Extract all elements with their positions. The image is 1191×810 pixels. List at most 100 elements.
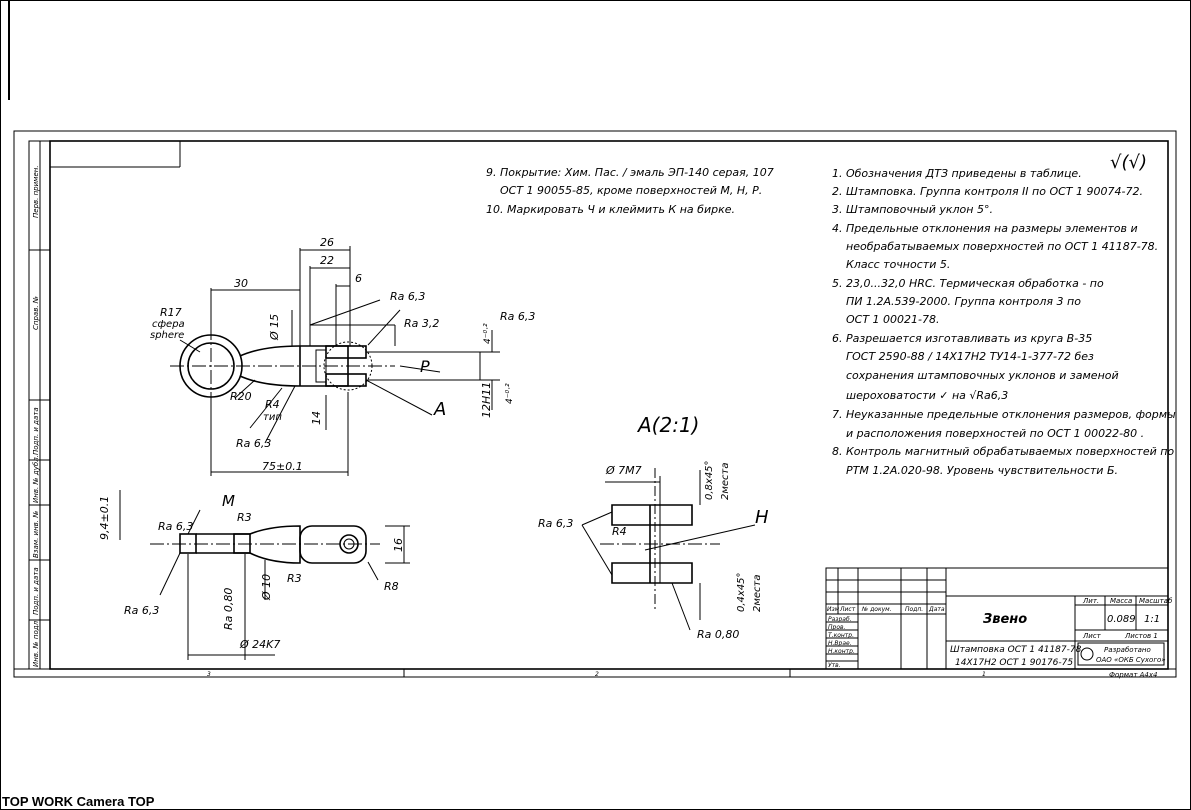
dim-r20: R20: [230, 390, 252, 403]
col-list: Лист: [839, 606, 856, 613]
detail-a-view: [581, 468, 756, 631]
note-left-1: 9. Покрытие: Хим. Пас. / эмаль ЭП-140 се…: [486, 166, 774, 179]
note-right-9: ОСТ 1 00021-78.: [846, 313, 940, 326]
chamfer-2-count: 2места: [752, 574, 763, 612]
format-label: Формат А4х4: [1109, 671, 1157, 679]
note-left-2: ОСТ 1 90055-85, кроме поверхностей М, Н,…: [500, 184, 762, 197]
sheet-inner-border: [49, 140, 1169, 670]
dim-d7m7: Ø 7M7: [605, 464, 642, 477]
label-listov: Листов 1: [1124, 632, 1158, 640]
ra-detail: Ra 6,3: [538, 517, 573, 530]
mass-value: 0.089: [1107, 614, 1136, 625]
dim-d15: Ø 15: [268, 314, 281, 341]
label-sphere: sphere: [150, 330, 184, 341]
col-data: Дата: [928, 606, 945, 613]
ra-080-detail: Ra 0,80: [697, 628, 739, 641]
note-right-4: 4. Предельные отклонения на размеры элем…: [832, 222, 1138, 235]
note-right-5: необрабатываемых поверхностей по ОСТ 1 4…: [846, 240, 1158, 253]
hdr-lit: Лит.: [1082, 597, 1099, 605]
row-nvrae: Н.Врае.: [828, 640, 852, 647]
ra-side-2: Ra 6,3: [124, 604, 159, 617]
chamfer-2: 0,4x45°: [736, 572, 747, 612]
dim-r4-detail: R4: [612, 525, 627, 538]
row-prov: Пров.: [828, 624, 846, 631]
dim-d10: Ø 10: [260, 574, 273, 601]
label-h: H: [755, 507, 769, 528]
chamfer-1-count: 2места: [720, 462, 731, 500]
label-p: P: [420, 357, 430, 376]
label-m: M: [222, 492, 235, 510]
stamp-sprav: Справ. №: [32, 296, 40, 330]
dim-r3b: R3: [287, 572, 302, 585]
dim-26: 26: [320, 236, 334, 249]
title-block: [825, 567, 1169, 670]
ra-main-3: Ra 6,3: [500, 310, 535, 323]
tol-top: 4⁻⁰·²: [483, 323, 493, 344]
dim-22: 22: [320, 254, 334, 267]
note-right-11: ГОСТ 2590-88 / 14Х17Н2 ТУ14-1-377-72 без: [846, 350, 1094, 363]
dim-r8: R8: [384, 580, 399, 593]
label-sfera: сфера: [152, 319, 185, 330]
label-tip: тип: [263, 412, 282, 423]
stamp-perv-primen: Перв. примен.: [32, 165, 40, 218]
row-nkontr: Н.контр.: [828, 648, 855, 655]
note-right-3: 3. Штамповочный уклон 5°.: [832, 203, 993, 216]
note-left-3: 10. Маркировать Ч и клеймить К на бирке.: [486, 203, 735, 216]
zone-2: 2: [595, 671, 599, 678]
dim-30: 30: [234, 277, 248, 290]
dim-75: 75±0.1: [262, 460, 303, 473]
note-right-10: 6. Разрешается изготавливать из круга В-…: [832, 332, 1092, 345]
chamfer-1: 0,8x45°: [704, 460, 715, 500]
sheet-outer-border: [13, 130, 1177, 678]
note-right-1: 1. Обозначения ДТЗ приведены в таблице.: [832, 167, 1082, 180]
stamp-inv-dubl: Инв. № дубл.: [32, 455, 40, 503]
viewport-corner-mark: [0, 0, 10, 100]
dim-6: 6: [355, 272, 362, 285]
material-line-2: 14Х17Н2 ОСТ 1 90176-75: [955, 658, 1073, 668]
general-roughness-mark: √(√): [1110, 152, 1147, 173]
col-izm: Изм: [827, 606, 840, 613]
label-a: A: [433, 399, 446, 420]
dim-9-4: 9,4±0.1: [98, 496, 111, 540]
row-razrab: Разраб.: [828, 616, 852, 623]
dim-r17: R17: [160, 306, 182, 319]
scale-value: 1:1: [1144, 614, 1160, 625]
stamp-inv-podl: Инв. № подл.: [32, 619, 40, 667]
hdr-massa: Масса: [1110, 597, 1132, 605]
note-right-12: сохранения штамповочных уклонов и замено…: [846, 369, 1119, 382]
dim-16: 16: [392, 538, 405, 552]
note-right-13: шероховатости ✓ на √Ra6,3: [846, 389, 1008, 402]
ra-side-1: Ra 6,3: [158, 520, 193, 533]
ra-main-2: Ra 3,2: [404, 317, 439, 330]
hdr-masshtab: Масштаб: [1139, 597, 1173, 605]
dim-14: 14: [310, 411, 323, 425]
tol-bottom: 4⁻⁰·²: [505, 383, 515, 404]
dim-r3: R3: [237, 511, 252, 524]
note-right-16: 8. Контроль магнитный обрабатываемых пов…: [832, 445, 1174, 458]
dim-12h11: 12H11: [480, 382, 493, 418]
ra-main-4: Ra 6,3: [236, 437, 271, 450]
note-right-8: ПИ 1.2А.539-2000. Группа контроля 3 по: [846, 295, 1081, 308]
side-part-view: [119, 490, 410, 660]
part-name: Звено: [983, 612, 1027, 627]
dim-r4: R4: [265, 398, 280, 411]
stamp-podp-2: Подп. и дата: [32, 567, 40, 615]
label-list: Лист: [1082, 632, 1102, 640]
detail-a-title: A(2:1): [636, 413, 699, 437]
note-right-6: Класс точности 5.: [846, 258, 950, 271]
note-right-2: 2. Штамповка. Группа контроля II по ОСТ …: [832, 185, 1143, 198]
stamp-podp-1: Подп. и дата: [32, 407, 40, 455]
dim-d24: Ø 24K7: [239, 638, 280, 651]
zone-3: 3: [207, 671, 211, 678]
org-line-1: Разработано: [1104, 646, 1151, 654]
row-tkontr: Т.контр.: [828, 632, 854, 639]
note-right-7: 5. 23,0...32,0 HRC. Термическая обработк…: [832, 277, 1104, 290]
note-right-17: РТМ 1.2А.020-98. Уровень чувствительност…: [846, 464, 1118, 477]
note-right-15: и расположения поверхностей по ОСТ 1 000…: [846, 427, 1144, 440]
org-line-2: ОАО «ОКБ Сухого»: [1096, 656, 1166, 664]
ra-main-1: Ra 6,3: [390, 290, 425, 303]
col-podp: Подп.: [905, 606, 923, 613]
row-utv: Утв.: [828, 662, 841, 669]
ra-080-side: Ra 0,80: [222, 588, 235, 630]
